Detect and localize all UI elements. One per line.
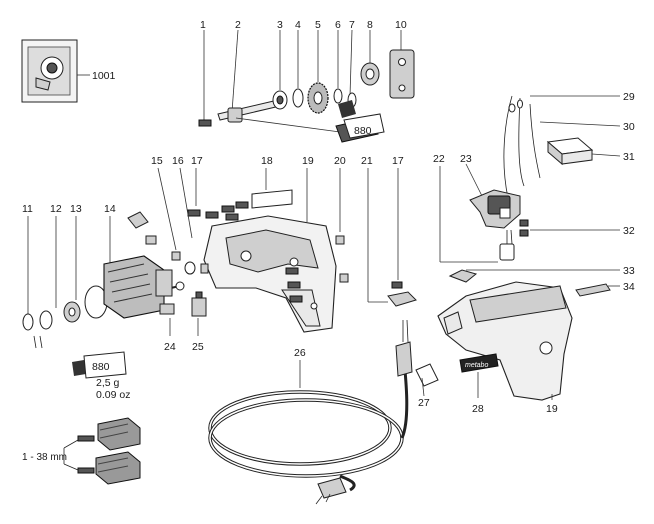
label-11: 11 (22, 203, 33, 215)
label-29: 29 (623, 91, 635, 103)
chuck-note: 1 - 38 mm (22, 452, 67, 463)
brand-text: metabo (465, 362, 488, 369)
label-17-right: 17 (392, 155, 404, 167)
plate-34 (575, 283, 620, 297)
label-15: 15 (151, 155, 163, 167)
washer-7 (347, 29, 357, 108)
bearing-3 (272, 30, 288, 110)
label-3: 3 (277, 19, 283, 31)
label-8: 8 (367, 19, 373, 31)
screws-32 (519, 219, 620, 237)
label-1001: 1001 (92, 70, 116, 82)
washer-6 (333, 30, 343, 104)
grease-code-left: 880 (92, 361, 110, 373)
label-plate-18 (251, 168, 293, 209)
label-31: 31 (623, 151, 635, 163)
cable-clamp-21 (367, 168, 417, 307)
label-34: 34 (623, 281, 635, 293)
label-32: 32 (623, 225, 635, 237)
label-23: 23 (460, 153, 472, 165)
parts-15-16 (127, 167, 209, 275)
washer-11 (22, 216, 34, 331)
label-24: 24 (164, 341, 176, 353)
brush-holder-25 (191, 291, 207, 336)
screws-17 (187, 168, 303, 303)
label-27: 27 (418, 397, 430, 409)
label-4: 4 (295, 19, 301, 31)
grease-tube-left (72, 351, 127, 379)
pins-11 (33, 335, 43, 349)
label-21: 21 (361, 155, 373, 167)
grease-tube-top (335, 100, 385, 143)
label-6: 6 (335, 19, 341, 31)
label-33: 33 (623, 265, 635, 277)
screw-1 (198, 30, 212, 127)
housing-half-19 (203, 168, 337, 333)
label-7: 7 (349, 19, 355, 31)
brush-24 (159, 303, 175, 336)
spindle-2 (217, 29, 341, 133)
drill-housing-19 (437, 281, 573, 401)
label-20: 20 (334, 155, 346, 167)
label-22: 22 (433, 153, 445, 165)
label-28: 28 (472, 403, 484, 415)
switch-button-33 (448, 269, 620, 283)
bearing-8 (360, 30, 380, 86)
label-14: 14 (104, 203, 116, 215)
pin-20 (335, 168, 349, 283)
grease-weight-g: 2,5 g (96, 377, 120, 389)
label-12: 12 (50, 203, 62, 215)
bearing-13 (63, 216, 81, 323)
label-1: 1 (200, 19, 206, 31)
wire-set-29 (503, 95, 621, 199)
ring-4 (292, 30, 304, 108)
grease-weight-oz: 0.09 oz (96, 389, 130, 401)
label-18: 18 (261, 155, 273, 167)
label-25: 25 (192, 341, 204, 353)
grease-code-top: 880 (354, 125, 372, 137)
inset-detail-1001 (21, 39, 90, 103)
gear-5 (307, 30, 329, 114)
bracket-10 (389, 30, 415, 99)
label-10: 10 (395, 19, 407, 31)
brand-label-28 (459, 353, 499, 398)
label-19-drill: 19 (546, 403, 558, 415)
label-5: 5 (315, 19, 321, 31)
brush-22 (499, 229, 515, 261)
armature-14 (84, 216, 185, 319)
label-30: 30 (623, 121, 635, 133)
power-cable-26 (208, 359, 409, 505)
label-19-housing: 19 (302, 155, 314, 167)
label-2: 2 (235, 19, 241, 31)
washer-12 (39, 216, 57, 330)
block-31 (546, 137, 621, 166)
label-13: 13 (70, 203, 82, 215)
label-17-left: 17 (191, 155, 203, 167)
label-26: 26 (294, 347, 306, 359)
switch-23 (465, 163, 521, 229)
strain-relief-27 (395, 319, 439, 397)
chuck-set (63, 417, 141, 485)
label-16: 16 (172, 155, 184, 167)
